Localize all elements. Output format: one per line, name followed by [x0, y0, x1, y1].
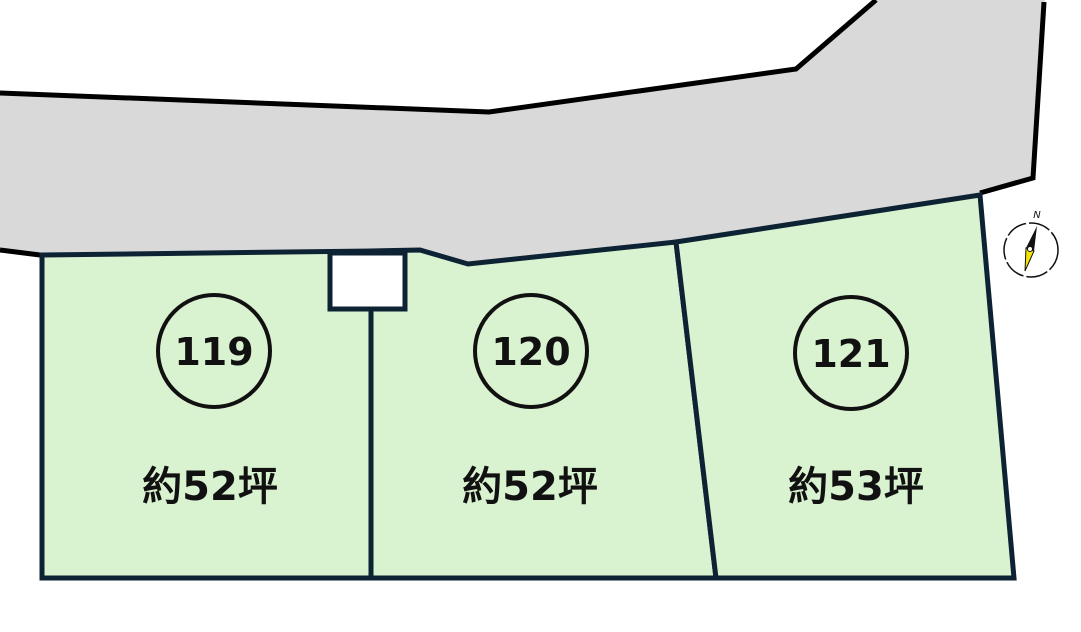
lot-119-area: 約52坪: [142, 464, 278, 510]
road-east-edge: [979, 1, 1047, 196]
road-south-west-edge: [0, 247, 41, 258]
lot-number-circle: [473, 293, 589, 409]
lot-number-circle: [793, 295, 909, 411]
lot-121-number: 121: [811, 332, 890, 376]
utility-box: [327, 250, 408, 312]
lot-121[interactable]: [673, 192, 1017, 581]
lot-120-area: 約52坪: [462, 464, 598, 510]
lot-119-number: 119: [174, 330, 253, 374]
compass-needle-north: [1026, 226, 1037, 251]
lot-120-number: 120: [491, 330, 570, 374]
lot-number-circle: [156, 293, 272, 409]
compass-icon: N: [1003, 210, 1059, 278]
lot-119[interactable]: [39, 248, 374, 581]
road-north-edge: [0, 0, 878, 115]
lot-120[interactable]: [368, 239, 719, 581]
compass-north-label: N: [1033, 210, 1041, 221]
lot-121-area: 約53坪: [788, 464, 924, 510]
road: [0, 0, 1045, 264]
